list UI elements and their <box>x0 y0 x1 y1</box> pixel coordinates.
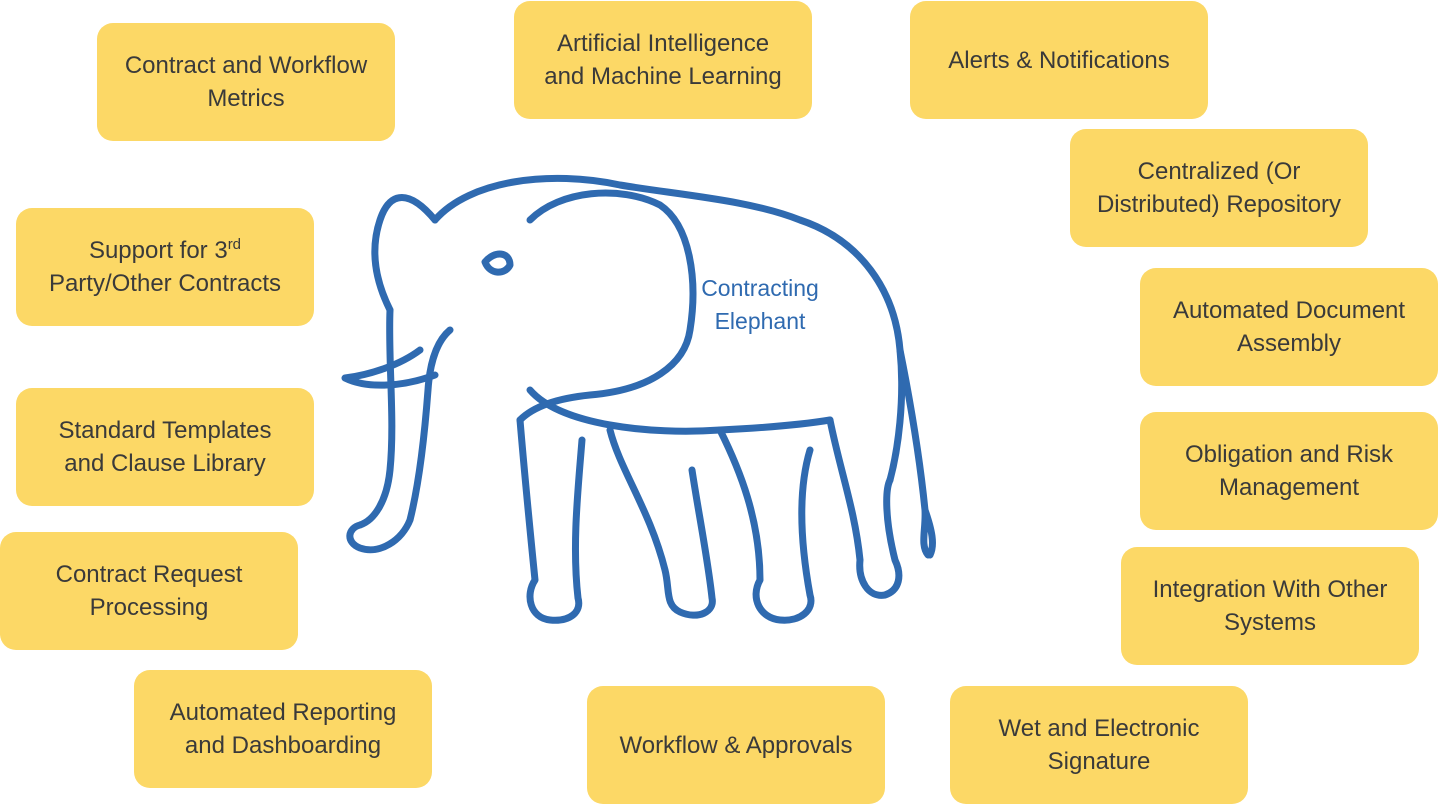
feature-contract-workflow-metrics: Contract and Workflow Metrics <box>97 23 395 141</box>
feature-doc-assembly: Automated Document Assembly <box>1140 268 1438 386</box>
feature-label: Automated Reporting and Dashboarding <box>169 699 397 759</box>
feature-label: Artificial Intelligence and Machine Lear… <box>544 30 782 90</box>
feature-label: Integration With Other Systems <box>1152 576 1388 636</box>
feature-obligation: Obligation and Risk Management <box>1140 412 1438 530</box>
feature-repository: Centralized (Or Distributed) Repository <box>1070 129 1368 247</box>
feature-third-party: Support for 3rd Party/Other Contracts <box>16 208 314 326</box>
feature-integration: Integration With Other Systems <box>1121 547 1419 665</box>
feature-ai-ml: Artificial Intelligence and Machine Lear… <box>514 1 812 119</box>
feature-alerts: Alerts & Notifications <box>910 1 1208 119</box>
feature-label: Workflow & Approvals <box>619 731 853 759</box>
center-label: Contracting Elephant <box>701 275 819 334</box>
feature-label: Standard Templates and Clause Library <box>58 417 272 477</box>
elephant-outline-icon <box>341 174 936 624</box>
feature-label: Obligation and Risk Management <box>1184 441 1394 501</box>
feature-signature: Wet and Electronic Signature <box>950 686 1248 804</box>
feature-label: Contract and Workflow Metrics <box>124 52 368 112</box>
feature-label: Contract Request Processing <box>55 561 243 621</box>
feature-templates: Standard Templates and Clause Library <box>16 388 314 506</box>
feature-request-processing: Contract Request Processing <box>0 532 298 650</box>
feature-label: Support for 3rd Party/Other Contracts <box>48 236 282 297</box>
feature-label: Wet and Electronic Signature <box>998 715 1200 775</box>
feature-label: Alerts & Notifications <box>948 46 1170 74</box>
feature-reporting: Automated Reporting and Dashboarding <box>134 670 432 788</box>
feature-label: Automated Document Assembly <box>1172 297 1406 357</box>
feature-label: Centralized (Or Distributed) Repository <box>1096 158 1342 218</box>
feature-workflow: Workflow & Approvals <box>587 686 885 804</box>
